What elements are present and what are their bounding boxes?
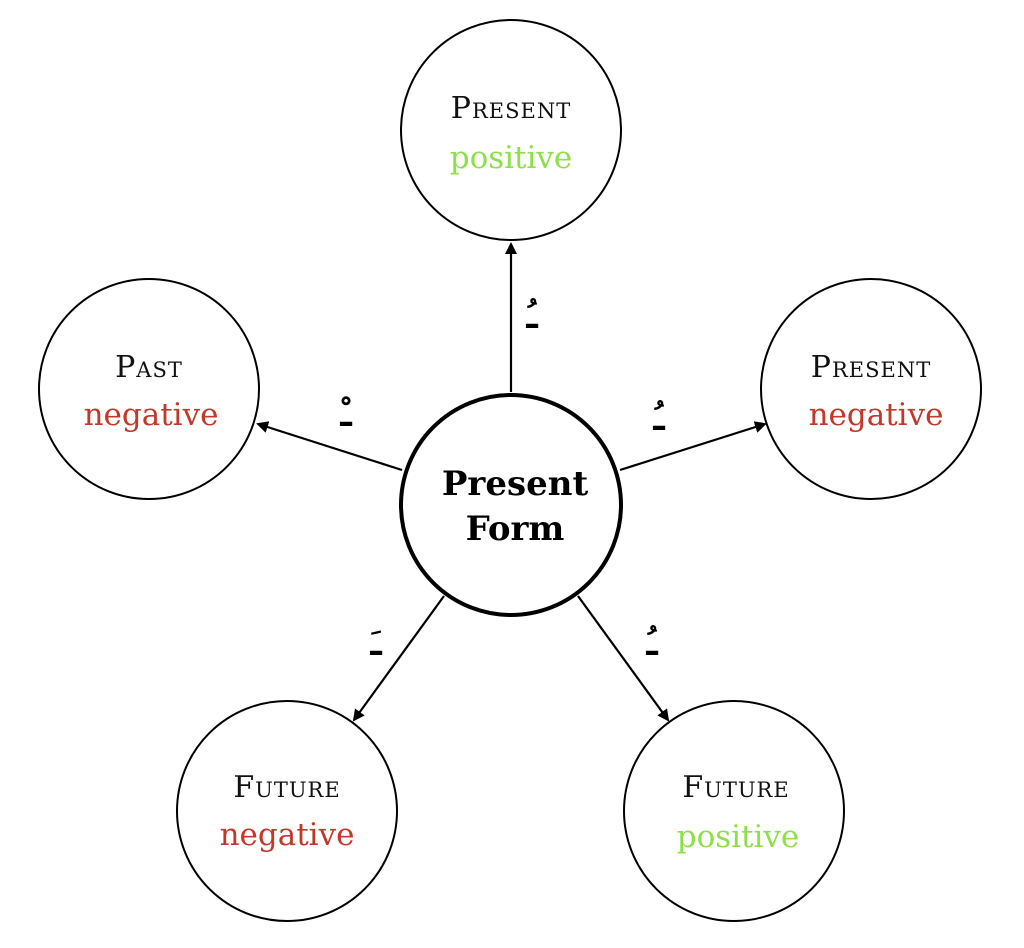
node-title: Past — [115, 350, 183, 385]
node-subtitle: negative — [809, 397, 944, 433]
node-subtitle: positive — [450, 140, 573, 176]
edge-marker-future-negative: ـَ — [369, 624, 382, 664]
node-title: Future — [233, 770, 340, 805]
node-circle — [400, 19, 622, 241]
node-past-negative: Past negative — [38, 278, 260, 500]
edge-marker-present-negative: ـُ — [652, 399, 665, 439]
edge-to-future-positive — [577, 595, 670, 722]
node-title: Present — [811, 350, 931, 385]
node-future-positive: Future positive — [623, 700, 845, 922]
node-circle — [760, 278, 982, 500]
node-circle — [38, 278, 260, 500]
node-circle — [176, 700, 398, 922]
node-subtitle: negative — [220, 817, 355, 853]
node-title: Future — [682, 770, 789, 805]
edge-to-future-negative — [352, 595, 445, 722]
node-subtitle: positive — [677, 819, 800, 855]
edge-marker-future-positive: ـُ — [645, 624, 658, 664]
center-circle — [399, 393, 623, 617]
node-subtitle: negative — [84, 397, 219, 433]
edge-marker-present-positive: ـُ — [525, 297, 538, 337]
edge-marker-past-negative: ـْ — [339, 395, 352, 435]
node-present-negative: Present negative — [760, 278, 982, 500]
node-title: Present — [451, 91, 571, 126]
node-present-form-center: Present Form — [399, 393, 623, 617]
center-title-line1: Present — [442, 464, 589, 504]
edge-to-past-negative — [256, 421, 403, 472]
edge-to-present-negative — [619, 421, 767, 472]
center-title-line2: Form — [466, 509, 565, 549]
node-future-negative: Future negative — [176, 700, 398, 922]
node-circle — [623, 700, 845, 922]
node-present-positive: Present positive — [400, 19, 622, 241]
